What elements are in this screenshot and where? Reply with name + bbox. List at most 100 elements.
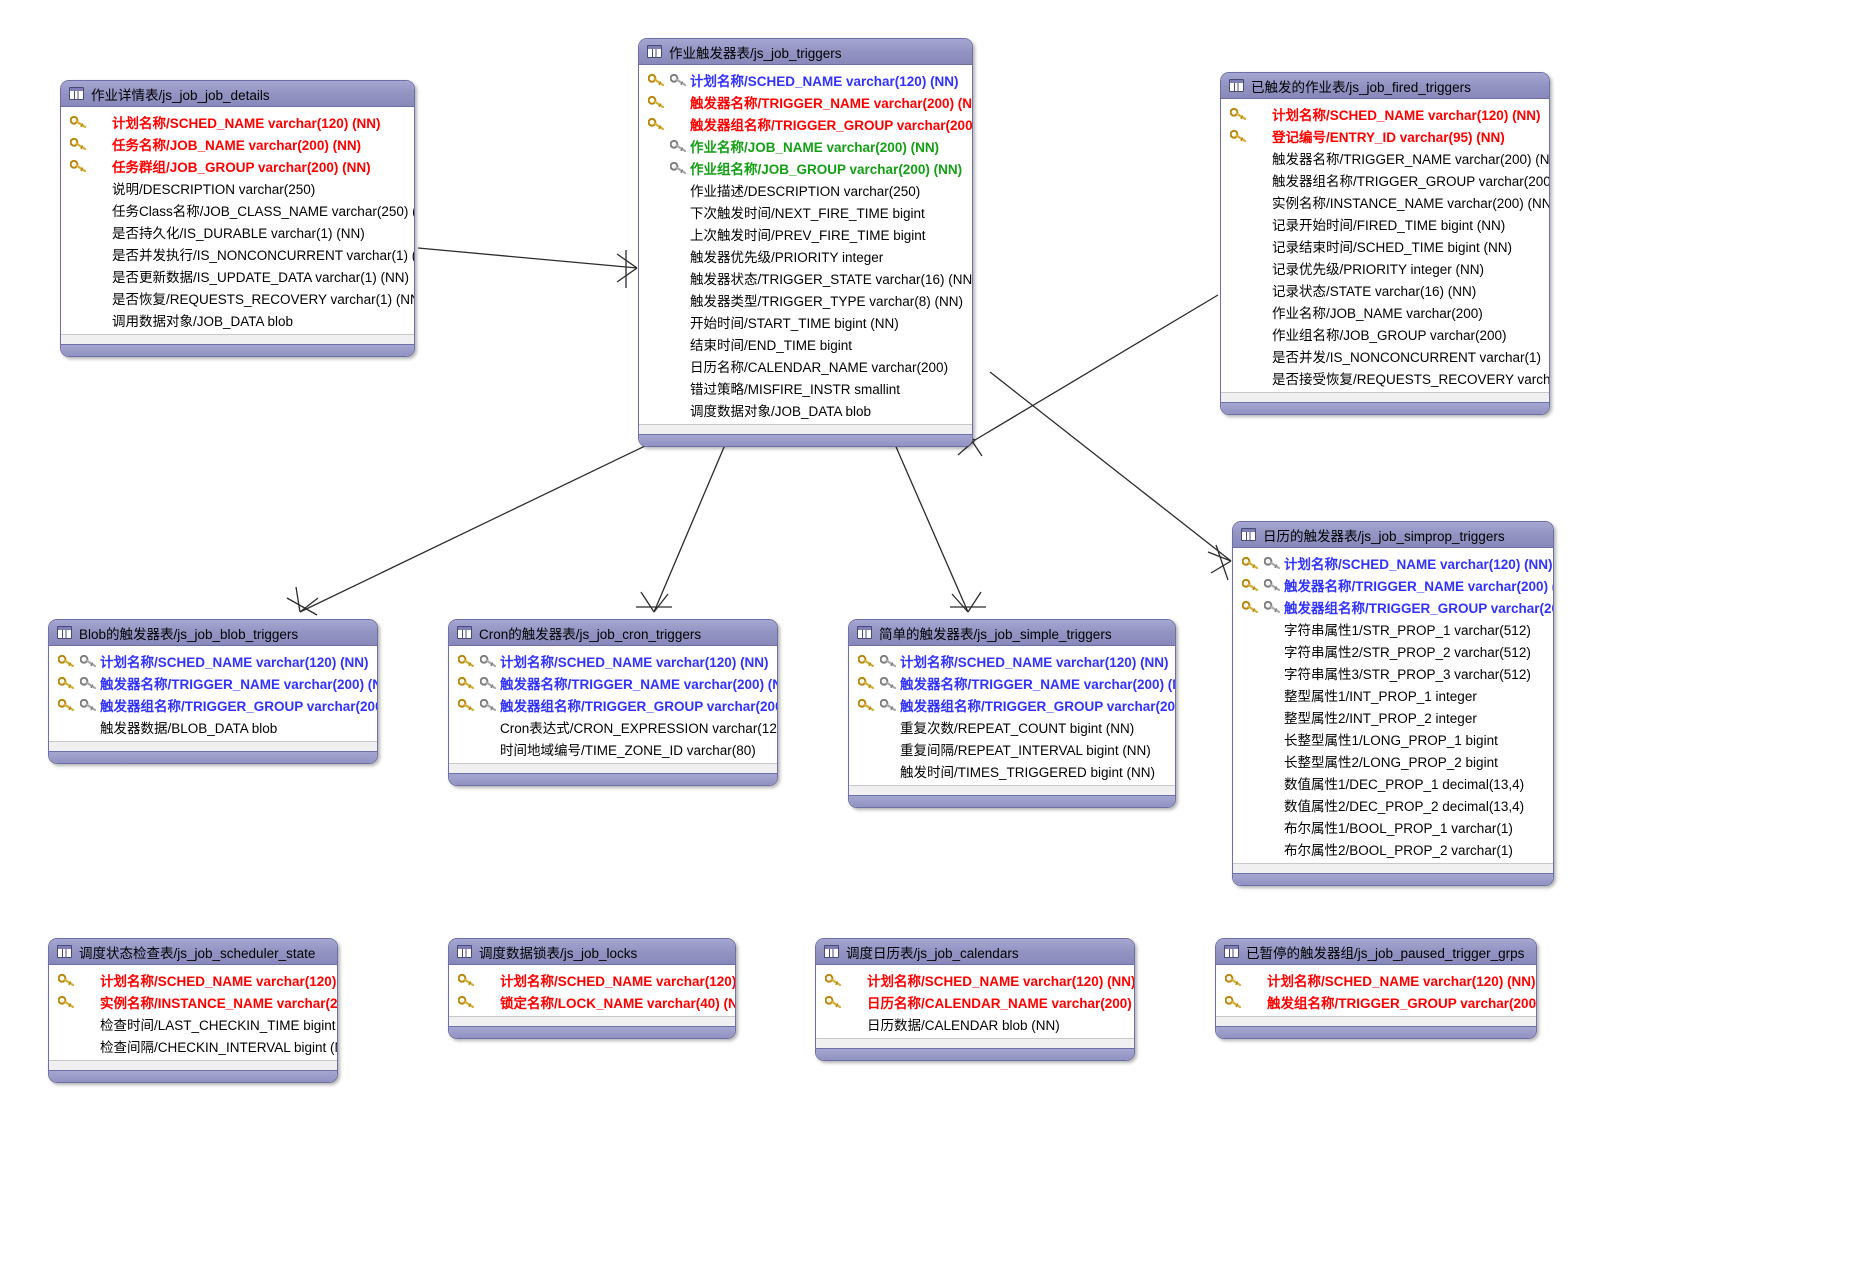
field-row[interactable]: 作业名称/JOB_NAME varchar(200): [1221, 301, 1549, 323]
entity-job_details[interactable]: 作业详情表/js_job_job_details 计划名称/SCHED_NAME …: [60, 80, 415, 357]
field-row[interactable]: 触发器组名称/TRIGGER_GROUP varchar(200) (NN): [1233, 596, 1553, 618]
entity-blob_triggers[interactable]: Blob的触发器表/js_job_blob_triggers 计划名称/SCHED…: [48, 619, 378, 764]
field-row[interactable]: 触发器名称/TRIGGER_NAME varchar(200) (NN): [1233, 574, 1553, 596]
field-row[interactable]: 触发器名称/TRIGGER_NAME varchar(200) (NN): [639, 91, 972, 113]
field-row[interactable]: 是否持久化/IS_DURABLE varchar(1) (NN): [61, 221, 414, 243]
field-row[interactable]: Cron表达式/CRON_EXPRESSION varchar(120) (NN…: [449, 716, 777, 738]
field-row[interactable]: 触发器数据/BLOB_DATA blob: [49, 716, 377, 738]
entity-fired_triggers[interactable]: 已触发的作业表/js_job_fired_triggers 计划名称/SCHED_…: [1220, 72, 1550, 415]
field-row[interactable]: 布尔属性1/BOOL_PROP_1 varchar(1): [1233, 816, 1553, 838]
field-row[interactable]: 日历名称/CALENDAR_NAME varchar(200) (NN): [816, 991, 1134, 1013]
field-row[interactable]: 任务Class名称/JOB_CLASS_NAME varchar(250) (N…: [61, 199, 414, 221]
entity-title-calendars[interactable]: 调度日历表/js_job_calendars: [816, 939, 1134, 965]
field-row[interactable]: 触发组名称/TRIGGER_GROUP varchar(200) (NN): [1216, 991, 1536, 1013]
entity-title-job_triggers[interactable]: 作业触发器表/js_job_triggers: [639, 39, 972, 65]
field-row[interactable]: 触发器组名称/TRIGGER_GROUP varchar(200) (NN): [849, 694, 1175, 716]
entity-calendars[interactable]: 调度日历表/js_job_calendars 计划名称/SCHED_NAME va…: [815, 938, 1135, 1061]
entity-title-fired_triggers[interactable]: 已触发的作业表/js_job_fired_triggers: [1221, 73, 1549, 99]
field-row[interactable]: 数值属性1/DEC_PROP_1 decimal(13,4): [1233, 772, 1553, 794]
field-row[interactable]: 长整型属性1/LONG_PROP_1 bigint: [1233, 728, 1553, 750]
field-row[interactable]: 重复间隔/REPEAT_INTERVAL bigint (NN): [849, 738, 1175, 760]
field-row[interactable]: 字符串属性1/STR_PROP_1 varchar(512): [1233, 618, 1553, 640]
field-row[interactable]: 重复次数/REPEAT_COUNT bigint (NN): [849, 716, 1175, 738]
field-row[interactable]: 整型属性2/INT_PROP_2 integer: [1233, 706, 1553, 728]
field-row[interactable]: 开始时间/START_TIME bigint (NN): [639, 311, 972, 333]
field-row[interactable]: 是否接受恢复/REQUESTS_RECOVERY varchar(1): [1221, 367, 1549, 389]
field-row[interactable]: 日历名称/CALENDAR_NAME varchar(200): [639, 355, 972, 377]
field-row[interactable]: 触发器类型/TRIGGER_TYPE varchar(8) (NN): [639, 289, 972, 311]
field-row[interactable]: 触发器组名称/TRIGGER_GROUP varchar(200) (NN): [639, 113, 972, 135]
field-row[interactable]: 作业名称/JOB_NAME varchar(200) (NN): [639, 135, 972, 157]
field-row[interactable]: 计划名称/SCHED_NAME varchar(120) (NN): [61, 111, 414, 133]
entity-title-cron_triggers[interactable]: Cron的触发器表/js_job_cron_triggers: [449, 620, 777, 646]
field-row[interactable]: 锁定名称/LOCK_NAME varchar(40) (NN): [449, 991, 735, 1013]
field-row[interactable]: 计划名称/SCHED_NAME varchar(120) (NN): [449, 650, 777, 672]
field-row[interactable]: 调用数据对象/JOB_DATA blob: [61, 309, 414, 331]
field-row[interactable]: 上次触发时间/PREV_FIRE_TIME bigint: [639, 223, 972, 245]
field-row[interactable]: 登记编号/ENTRY_ID varchar(95) (NN): [1221, 125, 1549, 147]
field-row[interactable]: 计划名称/SCHED_NAME varchar(120) (NN): [639, 69, 972, 91]
field-row[interactable]: 触发器组名称/TRIGGER_GROUP varchar(200) (NN): [49, 694, 377, 716]
field-row[interactable]: 布尔属性2/BOOL_PROP_2 varchar(1): [1233, 838, 1553, 860]
field-row[interactable]: 时间地域编号/TIME_ZONE_ID varchar(80): [449, 738, 777, 760]
field-row[interactable]: 触发器组名称/TRIGGER_GROUP varchar(200) (NN): [1221, 169, 1549, 191]
entity-title-simple_triggers[interactable]: 简单的触发器表/js_job_simple_triggers: [849, 620, 1175, 646]
field-row[interactable]: 实例名称/INSTANCE_NAME varchar(200) (NN): [1221, 191, 1549, 213]
field-row[interactable]: 作业组名称/JOB_GROUP varchar(200): [1221, 323, 1549, 345]
field-row[interactable]: 整型属性1/INT_PROP_1 integer: [1233, 684, 1553, 706]
field-row[interactable]: 是否并发/IS_NONCONCURRENT varchar(1): [1221, 345, 1549, 367]
entity-cron_triggers[interactable]: Cron的触发器表/js_job_cron_triggers 计划名称/SCHED…: [448, 619, 778, 786]
field-row[interactable]: 触发器名称/TRIGGER_NAME varchar(200) (NN): [449, 672, 777, 694]
field-row[interactable]: 数值属性2/DEC_PROP_2 decimal(13,4): [1233, 794, 1553, 816]
field-row[interactable]: 作业组名称/JOB_GROUP varchar(200) (NN): [639, 157, 972, 179]
field-row[interactable]: 实例名称/INSTANCE_NAME varchar(200) (NN): [49, 991, 337, 1013]
entity-title-blob_triggers[interactable]: Blob的触发器表/js_job_blob_triggers: [49, 620, 377, 646]
field-row[interactable]: 错过策略/MISFIRE_INSTR smallint: [639, 377, 972, 399]
entity-locks[interactable]: 调度数据锁表/js_job_locks 计划名称/SCHED_NAME varch…: [448, 938, 736, 1039]
field-row[interactable]: 记录结束时间/SCHED_TIME bigint (NN): [1221, 235, 1549, 257]
field-row[interactable]: 记录优先级/PRIORITY integer (NN): [1221, 257, 1549, 279]
field-row[interactable]: 调度数据对象/JOB_DATA blob: [639, 399, 972, 421]
field-row[interactable]: 计划名称/SCHED_NAME varchar(120) (NN): [816, 969, 1134, 991]
entity-title-simprop_triggers[interactable]: 日历的触发器表/js_job_simprop_triggers: [1233, 522, 1553, 548]
field-row[interactable]: 计划名称/SCHED_NAME varchar(120) (NN): [849, 650, 1175, 672]
field-row[interactable]: 是否更新数据/IS_UPDATE_DATA varchar(1) (NN): [61, 265, 414, 287]
entity-simprop_triggers[interactable]: 日历的触发器表/js_job_simprop_triggers 计划名称/SCHE…: [1232, 521, 1554, 886]
entity-title-locks[interactable]: 调度数据锁表/js_job_locks: [449, 939, 735, 965]
field-row[interactable]: 计划名称/SCHED_NAME varchar(120) (NN): [49, 969, 337, 991]
field-row[interactable]: 作业描述/DESCRIPTION varchar(250): [639, 179, 972, 201]
entity-simple_triggers[interactable]: 简单的触发器表/js_job_simple_triggers 计划名称/SCHED…: [848, 619, 1176, 808]
field-row[interactable]: 触发器组名称/TRIGGER_GROUP varchar(200) (NN): [449, 694, 777, 716]
field-row[interactable]: 任务群组/JOB_GROUP varchar(200) (NN): [61, 155, 414, 177]
field-row[interactable]: 结束时间/END_TIME bigint: [639, 333, 972, 355]
field-row[interactable]: 触发器优先级/PRIORITY integer: [639, 245, 972, 267]
field-row[interactable]: 记录开始时间/FIRED_TIME bigint (NN): [1221, 213, 1549, 235]
field-row[interactable]: 是否恢复/REQUESTS_RECOVERY varchar(1) (NN): [61, 287, 414, 309]
field-row[interactable]: 字符串属性3/STR_PROP_3 varchar(512): [1233, 662, 1553, 684]
field-row[interactable]: 检查时间/LAST_CHECKIN_TIME bigint (NN): [49, 1013, 337, 1035]
entity-job_triggers[interactable]: 作业触发器表/js_job_triggers 计划名称/SCHED_NAME va…: [638, 38, 973, 447]
entity-title-paused_trigger_grps[interactable]: 已暂停的触发器组/js_job_paused_trigger_grps: [1216, 939, 1536, 965]
field-row[interactable]: 触发器状态/TRIGGER_STATE varchar(16) (NN): [639, 267, 972, 289]
field-row[interactable]: 触发器名称/TRIGGER_NAME varchar(200) (NN): [849, 672, 1175, 694]
field-row[interactable]: 触发时间/TIMES_TRIGGERED bigint (NN): [849, 760, 1175, 782]
field-row[interactable]: 日历数据/CALENDAR blob (NN): [816, 1013, 1134, 1035]
field-row[interactable]: 检查间隔/CHECKIN_INTERVAL bigint (NN): [49, 1035, 337, 1057]
field-row[interactable]: 长整型属性2/LONG_PROP_2 bigint: [1233, 750, 1553, 772]
entity-title-job_details[interactable]: 作业详情表/js_job_job_details: [61, 81, 414, 107]
field-row[interactable]: 字符串属性2/STR_PROP_2 varchar(512): [1233, 640, 1553, 662]
field-row[interactable]: 计划名称/SCHED_NAME varchar(120) (NN): [49, 650, 377, 672]
field-row[interactable]: 下次触发时间/NEXT_FIRE_TIME bigint: [639, 201, 972, 223]
field-row[interactable]: 计划名称/SCHED_NAME varchar(120) (NN): [1216, 969, 1536, 991]
field-row[interactable]: 记录状态/STATE varchar(16) (NN): [1221, 279, 1549, 301]
field-row[interactable]: 触发器名称/TRIGGER_NAME varchar(200) (NN): [1221, 147, 1549, 169]
entity-title-scheduler_state[interactable]: 调度状态检查表/js_job_scheduler_state: [49, 939, 337, 965]
field-row[interactable]: 计划名称/SCHED_NAME varchar(120) (NN): [1221, 103, 1549, 125]
field-row[interactable]: 说明/DESCRIPTION varchar(250): [61, 177, 414, 199]
field-row[interactable]: 计划名称/SCHED_NAME varchar(120) (NN): [449, 969, 735, 991]
field-row[interactable]: 计划名称/SCHED_NAME varchar(120) (NN): [1233, 552, 1553, 574]
entity-paused_trigger_grps[interactable]: 已暂停的触发器组/js_job_paused_trigger_grps 计划名称/…: [1215, 938, 1537, 1039]
field-row[interactable]: 是否并发执行/IS_NONCONCURRENT varchar(1) (NN): [61, 243, 414, 265]
field-row[interactable]: 触发器名称/TRIGGER_NAME varchar(200) (NN): [49, 672, 377, 694]
entity-scheduler_state[interactable]: 调度状态检查表/js_job_scheduler_state 计划名称/SCHED…: [48, 938, 338, 1083]
